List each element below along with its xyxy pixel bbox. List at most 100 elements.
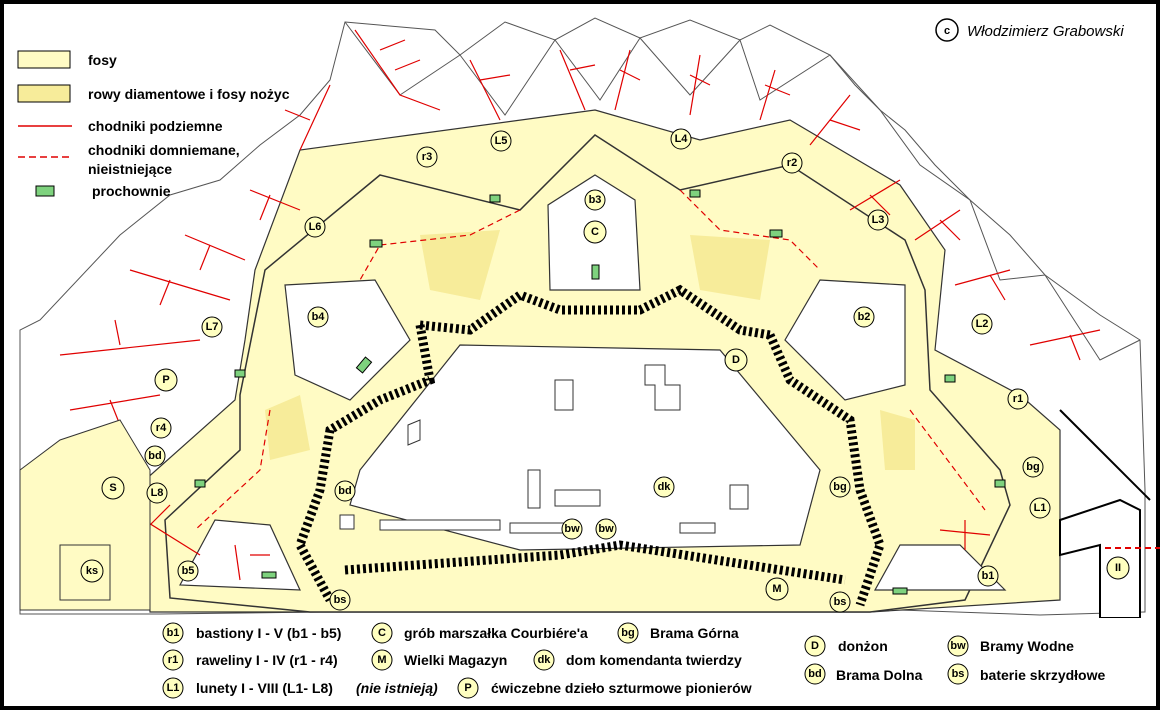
svg-text:L3: L3 [872, 214, 885, 226]
svg-text:P: P [464, 682, 471, 694]
svg-text:L2: L2 [976, 318, 989, 330]
key-dk: dk [533, 649, 555, 671]
svg-text:b3: b3 [589, 194, 602, 206]
map-label-r2: r2 [781, 152, 803, 174]
key-bg: bg [617, 622, 639, 644]
svg-text:bw: bw [564, 523, 580, 535]
map-label-M: M [765, 577, 789, 601]
svg-text:bg: bg [621, 627, 634, 639]
key-C-text: grób marszałka Courbiére'a [404, 625, 588, 641]
map-label-bg-right: bg [829, 476, 851, 498]
map-label-dk: dk [653, 476, 675, 498]
key-b1: b1 [162, 622, 184, 644]
legend-label-domniemane-1: chodniki domniemane, [88, 142, 240, 158]
map-label-S: S [101, 476, 125, 500]
key-M-text: Wielki Magazyn [404, 652, 507, 668]
svg-text:bd: bd [148, 450, 161, 462]
svg-text:C: C [378, 627, 386, 639]
key-P: P [457, 677, 479, 699]
svg-text:r2: r2 [787, 157, 797, 169]
tunnels [59, 29, 1101, 581]
courtyard-buildings [339, 364, 749, 534]
diamond-ditch-left [420, 230, 500, 300]
svg-text:bs: bs [334, 594, 347, 606]
copyright: c Włodzimierz Grabowski [935, 18, 1124, 42]
svg-text:b4: b4 [312, 311, 326, 323]
svg-text:D: D [811, 640, 819, 652]
key-L1-note: (nie istnieją) [356, 680, 438, 696]
map-label-L4: L4 [670, 128, 692, 150]
map-label-b1: b1 [977, 565, 999, 587]
map-label-b3: b3 [584, 189, 606, 211]
diamond-ditch-right2 [880, 410, 915, 470]
key-b1-text: bastiony I - V (b1 - b5) [196, 625, 341, 641]
map-label-P: P [154, 368, 178, 392]
map-label-D: D [724, 348, 748, 372]
svg-text:r1: r1 [1013, 393, 1023, 405]
key-C: C [371, 622, 393, 644]
map-label-b2: b2 [853, 306, 875, 328]
map-label-L1: L1 [1029, 497, 1051, 519]
svg-text:L1: L1 [1034, 502, 1047, 514]
key-P-text: ćwiczebne dzieło szturmowe pionierów [491, 680, 752, 696]
svg-text:bw: bw [950, 640, 966, 652]
map-label-b5: b5 [177, 560, 199, 582]
annex-wall [1059, 409, 1151, 501]
key-bd: bd [804, 663, 826, 685]
svg-text:b2: b2 [858, 311, 871, 323]
diamond-ditch-left2 [265, 395, 310, 460]
diamond-ditch-right [690, 235, 770, 300]
map-label-bw-2: bw [595, 518, 617, 540]
map-label-bd-left: bd [334, 480, 356, 502]
presumed-tunnels [194, 189, 986, 531]
map-label-bw-1: bw [561, 518, 583, 540]
key-D: D [804, 635, 826, 657]
key-M: M [371, 649, 393, 671]
map-label-bs-left: bs [329, 589, 351, 611]
svg-text:bd: bd [338, 485, 351, 497]
bastion-b2-interior [784, 279, 906, 401]
copyright-author: Włodzimierz Grabowski [967, 23, 1124, 40]
map-label-b4: b4 [307, 306, 329, 328]
svg-text:r1: r1 [168, 654, 178, 666]
map-label-ks: ks [80, 559, 104, 583]
map-label-r4: r4 [150, 417, 172, 439]
svg-text:r4: r4 [156, 422, 167, 434]
legend-swatch-prochownie [35, 185, 55, 197]
svg-text:bw: bw [598, 523, 614, 535]
map-label-L6: L6 [304, 216, 326, 238]
bottom-legend: b1 bastiony I - V (b1 - b5) r1 raweliny … [4, 618, 1156, 706]
key-D-text: donżon [838, 638, 888, 654]
svg-text:bg: bg [1026, 461, 1039, 473]
svg-text:L7: L7 [206, 321, 219, 333]
map-label-r1: r1 [1007, 388, 1029, 410]
svg-text:S: S [109, 482, 116, 494]
svg-text:D: D [732, 354, 740, 366]
map-label-L8: L8 [146, 482, 168, 504]
casemates [295, 284, 885, 607]
map-label-bg-far-right: bg [1022, 456, 1044, 478]
legend-label-domniemane-2: nieistniejące [88, 161, 172, 177]
copyright-icon [935, 18, 959, 42]
key-bw: bw [947, 635, 969, 657]
svg-text:L8: L8 [151, 487, 164, 499]
svg-text:C: C [591, 226, 599, 238]
svg-text:b5: b5 [182, 565, 195, 577]
powder-magazines [54, 189, 1006, 630]
svg-text:L5: L5 [495, 135, 508, 147]
svg-text:L1: L1 [167, 682, 180, 694]
svg-text:II: II [1115, 562, 1121, 574]
legend-label-rowy: rowy diamentowe i fosy nożyc [88, 86, 290, 102]
svg-text:b1: b1 [982, 570, 995, 582]
svg-text:dk: dk [658, 481, 672, 493]
key-dk-text: dom komendanta twierdzy [566, 652, 742, 668]
map-label-bs-right: bs [829, 591, 851, 613]
svg-text:dk: dk [538, 654, 552, 666]
key-bs-text: baterie skrzydłowe [980, 667, 1105, 683]
svg-text:r3: r3 [422, 151, 432, 163]
svg-text:ks: ks [86, 565, 98, 577]
svg-text:bs: bs [834, 596, 847, 608]
copyright-symbol: c [944, 25, 950, 37]
key-bd-text: Brama Dolna [836, 667, 923, 683]
legend-label-prochownie: prochownie [92, 183, 171, 199]
